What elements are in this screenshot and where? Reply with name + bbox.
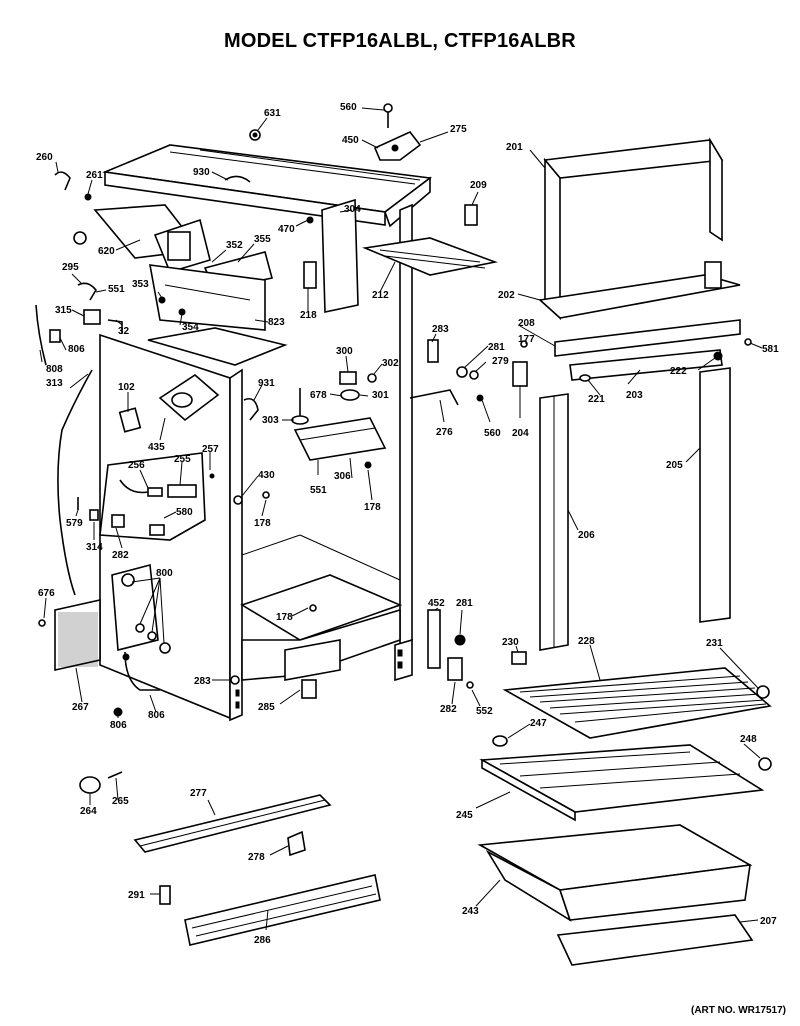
leader-lines xyxy=(39,107,763,931)
label-279: 279 xyxy=(492,356,509,367)
label-552: 552 xyxy=(476,706,493,717)
label-282-a: 282 xyxy=(112,550,129,561)
label-300: 300 xyxy=(336,346,353,357)
label-206: 206 xyxy=(578,530,595,541)
label-256: 256 xyxy=(128,460,145,471)
label-285: 285 xyxy=(258,702,275,713)
label-261: 261 xyxy=(86,170,103,181)
label-303: 303 xyxy=(262,415,279,426)
label-631: 631 xyxy=(264,108,281,119)
label-267: 267 xyxy=(72,702,89,713)
label-560-b: 560 xyxy=(484,428,501,439)
label-205: 205 xyxy=(666,460,683,471)
label-301: 301 xyxy=(372,390,389,401)
label-255: 255 xyxy=(174,454,191,465)
label-260: 260 xyxy=(36,152,53,163)
label-208: 208 xyxy=(518,318,535,329)
label-806-a: 806 xyxy=(68,344,85,355)
label-302: 302 xyxy=(382,358,399,369)
label-207: 207 xyxy=(760,916,777,927)
label-581: 581 xyxy=(762,344,779,355)
thermostat-assembly-drawing xyxy=(38,371,387,717)
label-275: 275 xyxy=(450,124,467,135)
label-808: 808 xyxy=(46,364,63,375)
diagram-title: MODEL CTFP16ALBL, CTFP16ALBR xyxy=(224,30,576,52)
label-283-b: 283 xyxy=(194,676,211,687)
label-230: 230 xyxy=(502,637,519,648)
label-930: 930 xyxy=(193,167,210,178)
label-228: 228 xyxy=(578,636,595,647)
label-676: 676 xyxy=(38,588,55,599)
label-245: 245 xyxy=(456,810,473,821)
label-178-b: 178 xyxy=(364,502,381,513)
label-450: 450 xyxy=(342,135,359,146)
label-355: 355 xyxy=(254,234,271,245)
part-labels: 631 560 450 275 201 260 261 930 470 304 … xyxy=(36,102,779,946)
label-212: 212 xyxy=(372,290,389,301)
label-281-b: 281 xyxy=(456,598,473,609)
label-286: 286 xyxy=(254,935,271,946)
label-806-b: 806 xyxy=(110,720,127,731)
label-281-a: 281 xyxy=(488,342,505,353)
label-580: 580 xyxy=(176,507,193,518)
label-257: 257 xyxy=(202,444,219,455)
hinge-parts-drawing xyxy=(362,204,528,689)
cabinet-drawing xyxy=(99,103,433,722)
label-315: 315 xyxy=(55,305,72,316)
label-32: 32 xyxy=(118,326,130,337)
label-931: 931 xyxy=(258,378,275,389)
label-352: 352 xyxy=(226,240,243,251)
label-276: 276 xyxy=(436,427,453,438)
label-177: 177 xyxy=(518,334,535,345)
label-823: 823 xyxy=(268,317,285,328)
label-209: 209 xyxy=(470,180,487,191)
label-295: 295 xyxy=(62,262,79,273)
label-452: 452 xyxy=(428,598,445,609)
label-314: 314 xyxy=(86,542,103,553)
label-579: 579 xyxy=(66,518,83,529)
label-282-b: 282 xyxy=(440,704,457,715)
label-264: 264 xyxy=(80,806,97,817)
art-number: (ART NO. WR17517) xyxy=(690,1005,786,1016)
door-and-shelf-drawing xyxy=(477,137,772,966)
label-435: 435 xyxy=(148,442,165,453)
lower-parts-drawing xyxy=(79,771,381,946)
label-201: 201 xyxy=(506,142,523,153)
label-306: 306 xyxy=(334,471,351,482)
label-221: 221 xyxy=(588,394,605,405)
label-202: 202 xyxy=(498,290,515,301)
label-265: 265 xyxy=(112,796,129,807)
label-102: 102 xyxy=(118,382,135,393)
label-354: 354 xyxy=(182,322,199,333)
label-178-c: 178 xyxy=(276,612,293,623)
label-678: 678 xyxy=(310,390,327,401)
label-277: 277 xyxy=(190,788,207,799)
label-247: 247 xyxy=(530,718,547,729)
label-243: 243 xyxy=(462,906,479,917)
label-248: 248 xyxy=(740,734,757,745)
label-231: 231 xyxy=(706,638,723,649)
label-800: 800 xyxy=(156,568,173,579)
label-430: 430 xyxy=(258,470,275,481)
label-353: 353 xyxy=(132,279,149,290)
label-203: 203 xyxy=(626,390,643,401)
label-222: 222 xyxy=(670,366,687,377)
label-204: 204 xyxy=(512,428,529,439)
label-551: 551 xyxy=(108,284,125,295)
label-291: 291 xyxy=(128,890,145,901)
label-551-b: 551 xyxy=(310,485,327,496)
label-304: 304 xyxy=(344,204,361,215)
label-178-a: 178 xyxy=(254,518,271,529)
label-470: 470 xyxy=(278,224,295,235)
label-620: 620 xyxy=(98,246,115,257)
label-806-c: 806 xyxy=(148,710,165,721)
label-278: 278 xyxy=(248,852,265,863)
label-313: 313 xyxy=(46,378,63,389)
label-218: 218 xyxy=(300,310,317,321)
label-560: 560 xyxy=(340,102,357,113)
control-housing-drawing xyxy=(35,171,359,596)
label-283-a: 283 xyxy=(432,324,449,335)
